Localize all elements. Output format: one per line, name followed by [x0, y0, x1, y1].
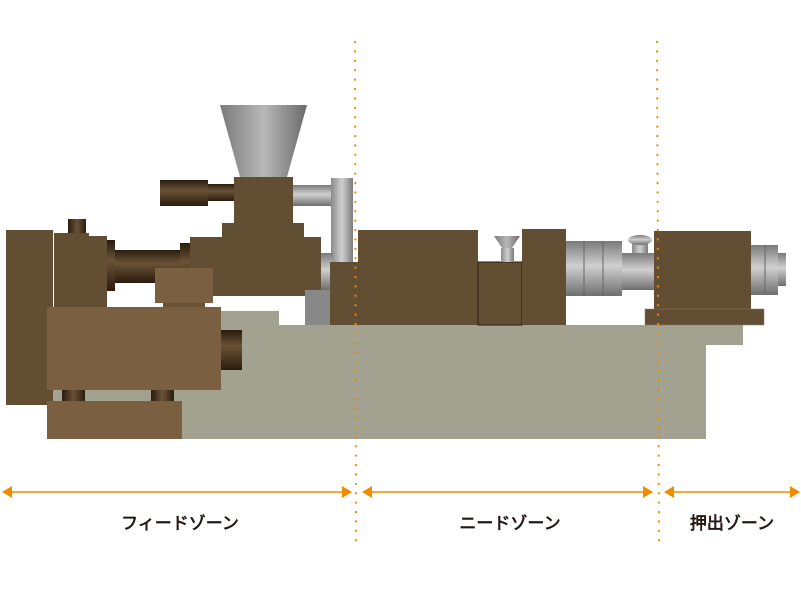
extrusion-zone-arrow: [664, 486, 800, 498]
feed-zone-label: フィードゾーン: [121, 514, 239, 534]
feed-hopper-assembly: [160, 105, 353, 325]
kneading-barrel: [330, 229, 656, 326]
extrusion-die: [644, 231, 786, 326]
zone-divider-1: [353, 40, 358, 547]
kneading-zone-label: ニードゾーン: [459, 514, 561, 534]
kneading-zone-arrow: [362, 486, 653, 498]
extrusion-zone-label: 押出ゾーン: [689, 514, 775, 534]
zone-divider-2: [655, 40, 661, 547]
feed-zone-arrow: [2, 486, 352, 498]
motor-assembly: [6, 219, 321, 439]
hopper: [220, 105, 307, 177]
